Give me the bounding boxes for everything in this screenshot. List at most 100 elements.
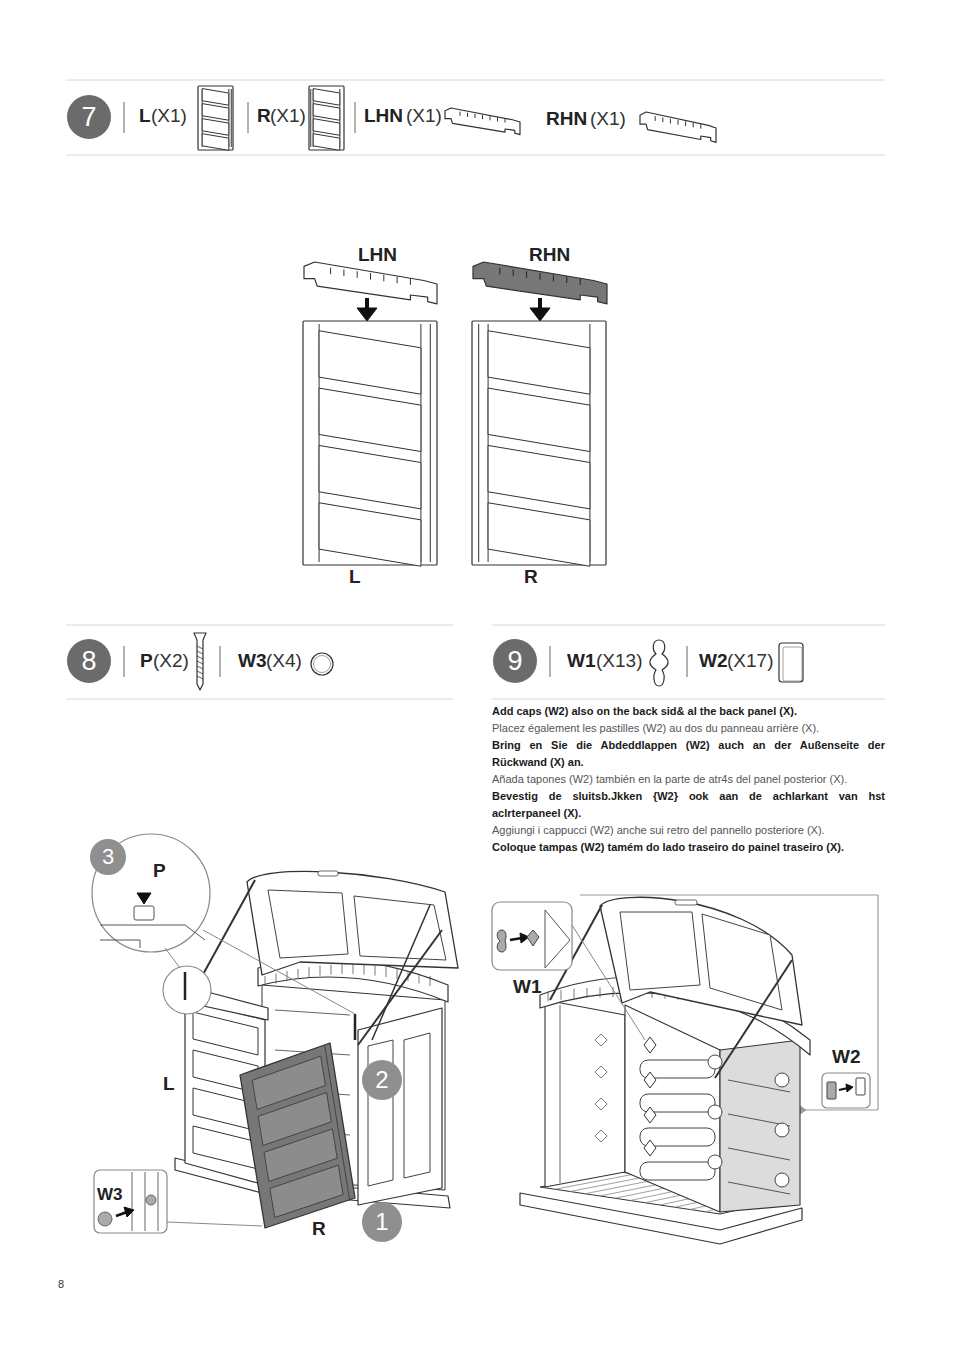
instruction-paragraph: Placez également les pastilles (W2) au d… xyxy=(492,720,885,737)
screw-icon xyxy=(194,633,206,690)
rim-tick xyxy=(430,976,431,986)
hole xyxy=(595,1066,607,1078)
top-cap xyxy=(640,112,716,142)
number-text: 9 xyxy=(507,648,522,675)
detail-bubble xyxy=(163,966,211,1014)
lid-panel xyxy=(702,914,782,1010)
lid-panel xyxy=(268,890,348,958)
cap-rib xyxy=(670,119,671,124)
detail-line xyxy=(158,1172,159,1231)
arrow-head xyxy=(846,1084,853,1092)
cap-rib xyxy=(482,115,483,119)
panel-edge xyxy=(231,89,232,147)
rim-tick xyxy=(386,967,387,977)
rim-tick xyxy=(548,991,549,1001)
panel-slat xyxy=(202,119,229,136)
detail-panel xyxy=(545,910,570,968)
rule-line xyxy=(66,625,453,626)
part-label: R xyxy=(257,105,271,127)
cap-rib xyxy=(505,118,506,122)
leader-line xyxy=(167,1222,262,1226)
step-number: 9 xyxy=(493,639,537,683)
arrow-head xyxy=(124,1207,134,1217)
instruction-paragraph: Coloque tampas (W2) tamém do lado trasei… xyxy=(492,839,885,856)
frame-line xyxy=(802,1109,878,1110)
panel-slat xyxy=(488,388,590,451)
screw xyxy=(354,1014,357,1040)
arrow-head xyxy=(137,893,151,904)
screw xyxy=(184,972,187,1000)
separator xyxy=(355,102,356,133)
top-cap xyxy=(445,108,520,135)
rim-tick xyxy=(331,965,332,975)
cap-dot xyxy=(98,1212,112,1226)
cap-w1 xyxy=(644,1107,656,1123)
separator xyxy=(248,102,249,133)
panel-slat xyxy=(202,134,229,151)
top-cap xyxy=(473,262,607,304)
part-label: RHN xyxy=(529,244,570,266)
wall-panel xyxy=(309,86,344,150)
panel-slat xyxy=(319,388,421,451)
rim-tick xyxy=(600,987,601,997)
cap-rib xyxy=(357,271,358,278)
number-text: 7 xyxy=(81,104,96,131)
detail-box xyxy=(94,1170,167,1233)
cap-w1 xyxy=(644,1072,656,1088)
cap-w2 xyxy=(775,1173,789,1187)
detail-rail xyxy=(100,925,205,948)
cap-rib xyxy=(685,121,686,126)
part-label: W3 xyxy=(97,1185,123,1205)
panel-slat xyxy=(313,89,340,106)
separator xyxy=(687,646,688,677)
part-label: W3 xyxy=(238,650,267,672)
instruction-paragraph: Add caps (W2) also on the back sid& al t… xyxy=(492,703,885,720)
part-label: (X1) xyxy=(590,108,626,130)
part-label: P xyxy=(140,650,153,672)
detail-line xyxy=(132,1172,133,1231)
screw-thread xyxy=(197,656,203,659)
screw-thread xyxy=(197,676,203,679)
step-number: 7 xyxy=(67,95,111,139)
cap-rib xyxy=(700,124,701,129)
panel-edge xyxy=(430,324,431,562)
leader-line xyxy=(165,948,180,968)
cap-dot xyxy=(146,1195,156,1205)
detail-hole xyxy=(134,906,154,920)
instruction-paragraph: Bring en Sie die Abdeddlappen (W2) auch … xyxy=(492,737,885,771)
hole xyxy=(595,1098,607,1110)
cap-w1 xyxy=(527,930,539,946)
cap-rib xyxy=(490,116,491,120)
panel-slat xyxy=(202,104,229,121)
cap-rib xyxy=(343,269,344,276)
rule-line xyxy=(66,699,453,700)
separator xyxy=(220,646,221,677)
rule-line xyxy=(66,155,885,156)
cap-icon xyxy=(783,647,802,681)
part-label: (X13) xyxy=(596,650,642,672)
cap-rib xyxy=(580,278,581,285)
wall-panel xyxy=(240,1043,355,1228)
cap-rib xyxy=(383,275,384,282)
cap-rib xyxy=(460,112,461,116)
part-label: W1 xyxy=(513,976,542,998)
panel-slat xyxy=(313,119,340,136)
rim-tick xyxy=(587,988,588,998)
panel-edge xyxy=(560,1005,561,1183)
frame-line xyxy=(877,895,878,1110)
cap-rib xyxy=(678,120,679,125)
screw-thread xyxy=(197,651,203,654)
panel-slat xyxy=(488,503,590,566)
part-label: (X1) xyxy=(151,105,187,127)
lid xyxy=(247,871,458,975)
instruction-text: Add caps (W2) also on the back sid& al t… xyxy=(492,703,885,856)
part-label: (X4) xyxy=(266,650,302,672)
door-recess xyxy=(404,1033,430,1178)
rim-tick xyxy=(419,974,420,984)
lid-strut xyxy=(358,930,442,1045)
part-label: L xyxy=(139,105,151,127)
cap-w1 xyxy=(644,1140,656,1156)
panel-slat xyxy=(319,331,421,394)
rim-tick xyxy=(309,967,310,977)
